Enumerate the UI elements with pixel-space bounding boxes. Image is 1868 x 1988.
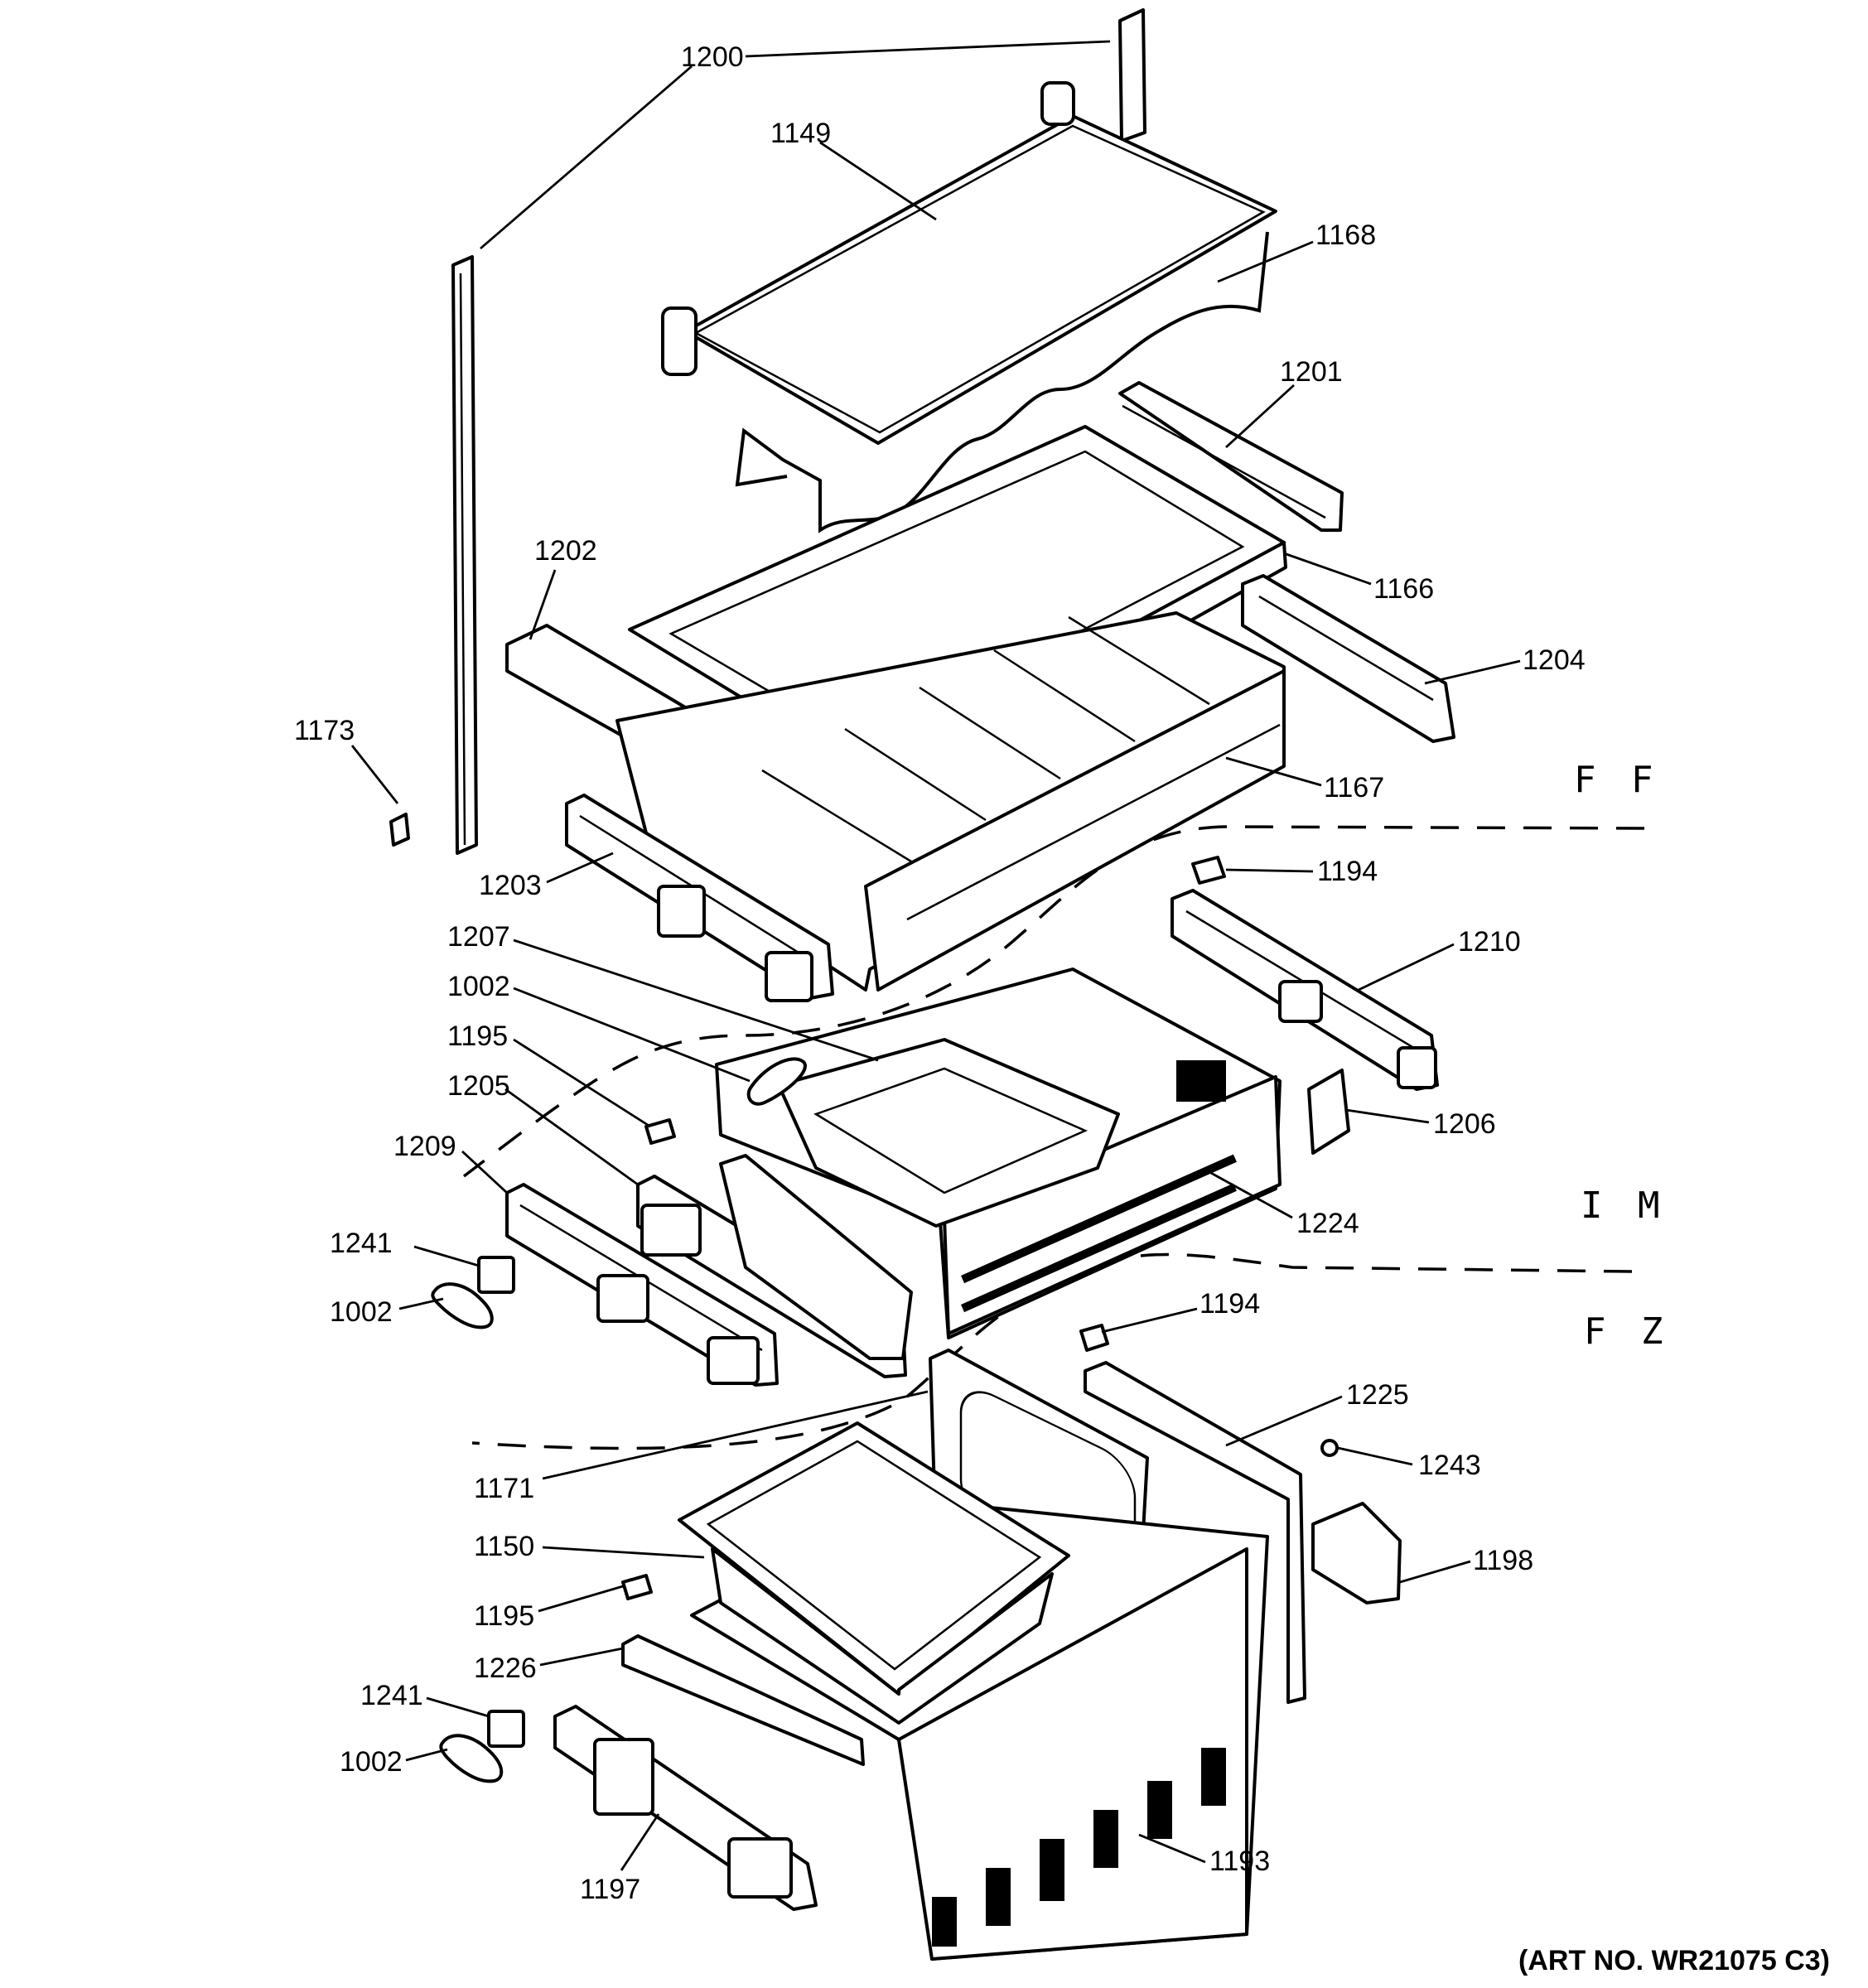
part-1173-clip <box>389 813 410 847</box>
label-1224: 1224 <box>1296 1208 1359 1239</box>
part-1195-clip-upper <box>644 1118 676 1145</box>
art-number: (ART NO. WR21075 C3) <box>1518 1945 1830 1976</box>
label-1149: 1149 <box>770 118 831 149</box>
part-1201-rail <box>1118 381 1344 532</box>
part-1002-handle-lower <box>439 1734 504 1783</box>
part-1149-shelf-glass <box>684 114 1277 445</box>
part-1207-bin <box>777 1038 1120 1228</box>
label-1168: 1168 <box>1315 220 1376 251</box>
label-1225: 1225 <box>1346 1379 1409 1411</box>
label-1241-lower: 1241 <box>360 1680 423 1711</box>
part-1194-clip-lower <box>1079 1324 1109 1352</box>
part-1149-hinge-right <box>1040 81 1075 126</box>
part-1225-rail <box>1084 1361 1306 1704</box>
label-1194-lower: 1194 <box>1199 1288 1260 1320</box>
label-1198: 1198 <box>1473 1545 1533 1576</box>
label-1205: 1205 <box>447 1070 510 1102</box>
part-1241-bracket-lower <box>487 1710 525 1748</box>
label-1204: 1204 <box>1523 644 1586 676</box>
part-1194-clip-upper <box>1191 856 1226 885</box>
part-1226-bracket <box>621 1634 865 1766</box>
label-1167: 1167 <box>1324 772 1384 803</box>
label-1226: 1226 <box>474 1653 537 1684</box>
zone-label-ff: F F <box>1574 759 1659 801</box>
label-1171: 1171 <box>474 1473 534 1504</box>
zone-label-im: I M <box>1581 1185 1666 1227</box>
part-1243-screw <box>1320 1439 1339 1457</box>
label-1150: 1150 <box>474 1531 534 1562</box>
zone-label-fz: F Z <box>1584 1310 1669 1353</box>
label-1195-lower: 1195 <box>474 1600 534 1632</box>
part-1200-right-rail <box>1118 8 1146 142</box>
label-1210: 1210 <box>1458 926 1521 958</box>
label-1203: 1203 <box>479 870 542 901</box>
part-1206-bracket <box>1307 1069 1350 1155</box>
drawer-vents <box>961 1060 1237 1313</box>
label-1207: 1207 <box>447 921 510 953</box>
label-1200: 1200 <box>681 41 744 73</box>
label-1173: 1173 <box>294 715 355 746</box>
part-1241-bracket-upper <box>477 1256 515 1294</box>
label-1243: 1243 <box>1418 1450 1481 1481</box>
label-1194-upper: 1194 <box>1317 856 1378 887</box>
label-1206: 1206 <box>1433 1108 1496 1140</box>
label-1209: 1209 <box>393 1131 456 1162</box>
basket-vents <box>932 1748 1226 1947</box>
label-1002-middle: 1002 <box>330 1296 393 1328</box>
part-1195-clip-lower <box>621 1574 653 1600</box>
label-1002-upper: 1002 <box>447 971 510 1002</box>
label-1202: 1202 <box>534 535 597 567</box>
part-1002-handle-upper <box>746 1057 807 1106</box>
part-1149-hinge-left <box>661 306 697 376</box>
leader-lines <box>350 40 1521 1871</box>
part-1200-left-rail <box>451 255 478 855</box>
label-1241-upper: 1241 <box>330 1228 393 1259</box>
part-labels: 1200 1149 1168 1201 1202 1166 1204 1173 … <box>294 41 1586 1905</box>
middle-drawer-front-frame <box>719 1154 913 1360</box>
label-1201: 1201 <box>1280 356 1343 388</box>
crisper-slats <box>761 615 1210 863</box>
label-1195-upper: 1195 <box>447 1021 508 1052</box>
part-1198-slide <box>1311 1502 1402 1604</box>
ff-zone-boundary <box>462 825 1645 1178</box>
label-1002-lower: 1002 <box>340 1746 403 1778</box>
label-1166: 1166 <box>1373 573 1434 605</box>
label-1193: 1193 <box>1209 1846 1270 1877</box>
label-1197: 1197 <box>580 1874 640 1905</box>
part-1168-wire-frame <box>735 231 1269 533</box>
